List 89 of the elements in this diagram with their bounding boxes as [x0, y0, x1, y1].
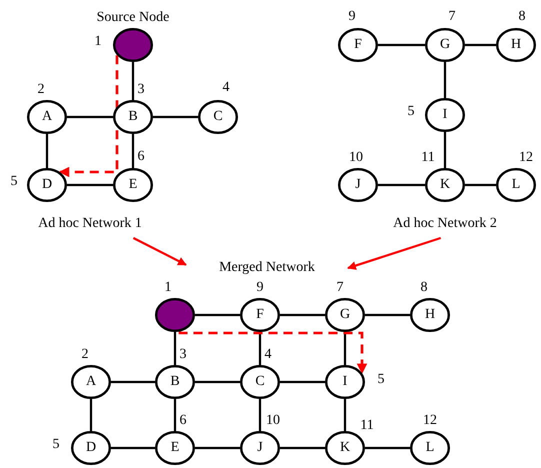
node-number: 3 [180, 348, 186, 362]
node-number: 7 [336, 281, 344, 295]
node-number: 2 [38, 83, 44, 97]
node-number: 2 [82, 348, 88, 362]
link-line [67, 116, 113, 118]
network-node: K [325, 431, 365, 465]
node-number: 9 [348, 10, 356, 24]
source-node [155, 298, 195, 332]
network-caption: Ad hoc Network 2 [383, 210, 507, 238]
node-number: 6 [180, 414, 186, 428]
network-node: D [71, 431, 111, 465]
link-line [153, 116, 198, 118]
link-line [195, 380, 240, 384]
link-line [280, 446, 325, 450]
network-node: I [325, 365, 365, 399]
node-number: 3 [138, 83, 144, 97]
link-line [174, 399, 176, 431]
node-caption: Source Node [96, 11, 170, 25]
node-number: 8 [518, 10, 526, 24]
network-node: L [496, 168, 536, 202]
network-caption: Ad hoc Network 1 [28, 210, 152, 238]
node-number: 10 [266, 414, 280, 428]
network-node: L [410, 431, 450, 465]
network-node: A [71, 365, 111, 399]
network-node: A [27, 100, 67, 134]
link-line [280, 314, 325, 316]
link-line [344, 332, 346, 365]
node-number: 5 [408, 105, 414, 119]
node-number: 5 [378, 373, 384, 387]
network-node: F [240, 298, 280, 332]
link-line [132, 62, 134, 100]
node-number: 11 [360, 419, 374, 433]
link-line [46, 134, 48, 168]
node-number: 4 [222, 81, 230, 95]
link-line [280, 380, 325, 384]
network-caption: Merged Network [186, 258, 348, 278]
network-node: C [240, 365, 280, 399]
link-line [132, 134, 134, 168]
network-node: K [425, 168, 465, 202]
node-number: 1 [94, 35, 102, 49]
link-line [378, 184, 425, 186]
node-number: 10 [349, 151, 363, 165]
route-arrow [58, 55, 118, 178]
link-line [365, 446, 410, 450]
network-node: H [410, 298, 450, 332]
node-number: 5 [10, 175, 18, 189]
source-node [113, 28, 153, 62]
link-line [111, 446, 155, 450]
network-node: G [325, 298, 365, 332]
link-line [90, 399, 92, 431]
link-line [444, 132, 446, 168]
merge-arrow [132, 237, 187, 266]
link-line [465, 184, 496, 186]
node-number: 7 [448, 10, 456, 24]
node-number: 12 [519, 151, 533, 165]
link-line [174, 332, 176, 365]
network-node: F [338, 28, 378, 62]
network-node: B [113, 100, 153, 134]
merge-arrow [347, 236, 442, 270]
network-node: I [425, 98, 465, 132]
route-arrow [178, 330, 368, 374]
node-number: 4 [264, 348, 272, 362]
network-node: G [425, 28, 465, 62]
node-number: 5 [52, 438, 60, 452]
network-node: H [496, 28, 536, 62]
link-line [195, 446, 240, 450]
link-line [365, 314, 410, 316]
link-line [344, 399, 346, 431]
network-node: J [338, 168, 378, 202]
node-number: 6 [138, 150, 144, 164]
link-line [258, 399, 262, 431]
network-node: B [155, 365, 195, 399]
node-number: 1 [164, 281, 172, 295]
link-line [465, 44, 496, 46]
link-line [258, 332, 262, 365]
network-node: E [155, 431, 195, 465]
link-line [378, 44, 425, 46]
node-number: 11 [421, 151, 435, 165]
node-number: 9 [256, 281, 264, 295]
network-node: J [240, 431, 280, 465]
link-line [195, 314, 240, 316]
network-node: C [198, 100, 238, 134]
link-line [444, 62, 446, 98]
node-number: 8 [420, 281, 428, 295]
network-node: E [113, 168, 153, 202]
network-node: D [27, 168, 67, 202]
link-line [67, 184, 113, 186]
node-number: 12 [423, 414, 437, 428]
link-line [111, 380, 155, 384]
